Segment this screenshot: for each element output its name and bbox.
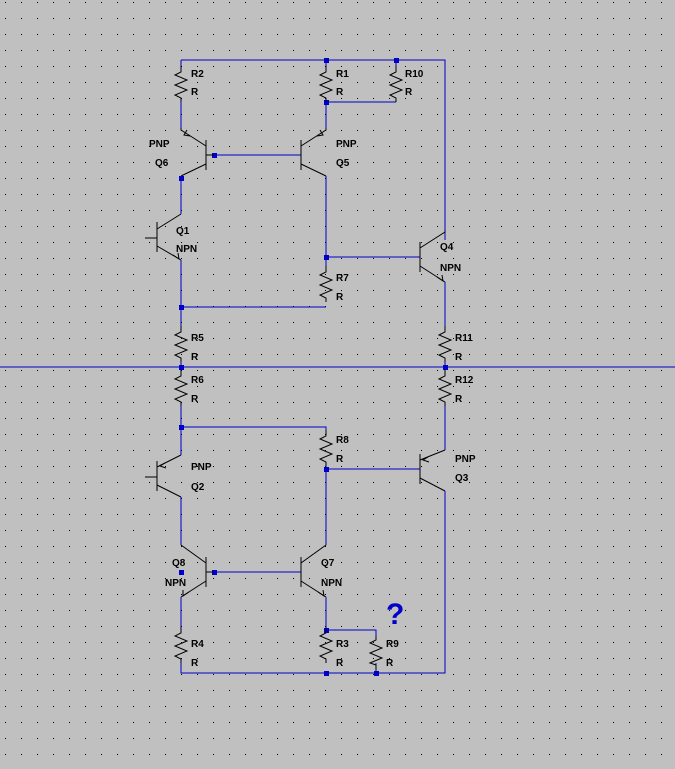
transistor-Q2[interactable] [145, 454, 182, 498]
label-R9-ref: R9 [386, 639, 399, 650]
transistor-Q7[interactable] [300, 544, 327, 598]
label-Q7-type: NPN [321, 578, 342, 589]
label-Q1-type: NPN [176, 244, 197, 255]
transistor-Q4[interactable] [419, 230, 446, 283]
resistor-R11[interactable] [437, 326, 453, 362]
resistor-R1[interactable] [318, 66, 334, 102]
label-R9-value: R [386, 658, 394, 669]
label-R3-value: R [336, 658, 344, 669]
transistor-Q5[interactable] [300, 128, 327, 177]
label-R1-value: R [336, 87, 344, 98]
resistor-R5[interactable] [173, 326, 189, 362]
label-R6-value: R [191, 394, 199, 405]
resistor-R6[interactable] [173, 370, 189, 406]
label-Q4-ref: Q4 [440, 242, 454, 253]
label-Q8-ref: Q8 [172, 558, 186, 569]
label-R10-ref: R10 [405, 69, 424, 80]
label-R7-ref: R7 [336, 273, 349, 284]
label-R10-value: R [405, 87, 413, 98]
label-R5-value: R [191, 352, 199, 363]
label-R12-ref: R12 [455, 375, 474, 386]
resistor-R9[interactable] [368, 636, 384, 670]
label-Q6-ref: Q6 [155, 158, 169, 169]
resistor-R8[interactable] [318, 430, 334, 466]
label-R11-value: R [455, 352, 463, 363]
label-Q8-type: NPN [165, 578, 186, 589]
label-Q3-type: PNP [455, 454, 476, 465]
label-Q5-type: PNP [336, 139, 357, 150]
label-R1-ref: R1 [336, 69, 349, 80]
label-R8-ref: R8 [336, 435, 349, 446]
resistor-R12[interactable] [437, 370, 453, 406]
label-R12-value: R [455, 394, 463, 405]
label-R2-ref: R2 [191, 69, 204, 80]
transistor-Q6[interactable] [180, 128, 214, 177]
resistor-R2[interactable] [173, 66, 189, 102]
label-R5-ref: R5 [191, 333, 204, 344]
label-R4-ref: R4 [191, 639, 204, 650]
transistor-Q3[interactable] [419, 449, 446, 492]
transistor-Q8[interactable] [180, 544, 214, 598]
label-R8-value: R [336, 454, 344, 465]
label-Q7-ref: Q7 [321, 558, 335, 569]
label-R4-value: R [191, 658, 199, 669]
label-Q4-type: NPN [440, 263, 461, 274]
label-Q5-ref: Q5 [336, 158, 350, 169]
label-R7-value: R [336, 292, 344, 303]
resistor-R10[interactable] [388, 66, 404, 102]
label-Q3-ref: Q3 [455, 473, 469, 484]
resistor-R7[interactable] [318, 266, 334, 302]
label-R2-value: R [191, 87, 199, 98]
label-Q2-ref: Q2 [191, 482, 205, 493]
label-Q2-type: PNP [191, 462, 212, 473]
label-Q6-type: PNP [149, 139, 170, 150]
question-mark-annotation: ? [386, 598, 404, 631]
label-Q1-ref: Q1 [176, 226, 190, 237]
label-R11-ref: R11 [455, 333, 473, 344]
label-R3-ref: R3 [336, 639, 349, 650]
resistor-R4[interactable] [173, 627, 189, 663]
transistor-Q1[interactable] [145, 213, 182, 261]
label-R6-ref: R6 [191, 375, 204, 386]
resistor-R3[interactable] [318, 627, 334, 663]
